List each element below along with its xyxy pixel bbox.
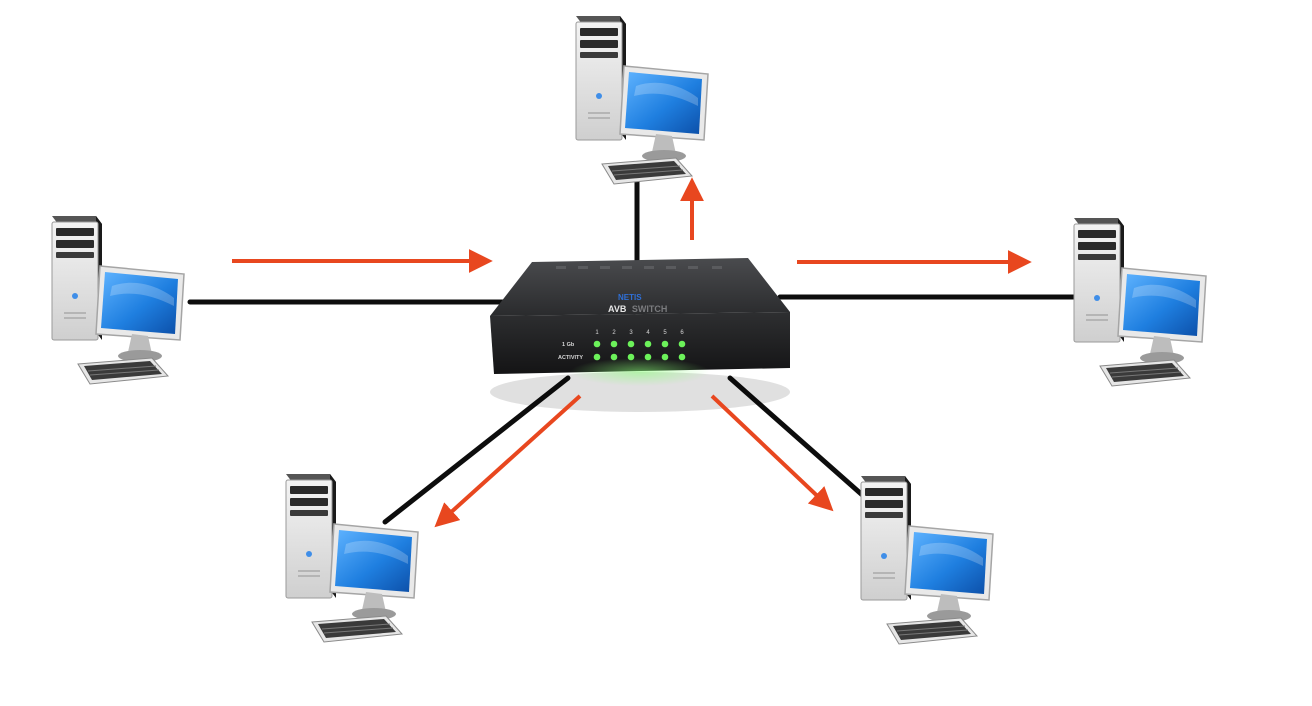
status-leds <box>570 340 710 386</box>
arrow-switch-to-bottom-left <box>434 394 582 528</box>
port-numbers: 1 2 3 4 5 6 <box>595 330 684 336</box>
desktop-computer-icon <box>575 15 709 185</box>
desktop-computer-icon <box>1073 217 1207 387</box>
cables <box>187 169 1085 525</box>
cable-bottom-right <box>727 375 871 503</box>
desktop-computer-icon <box>51 215 185 385</box>
computer-bottom-right <box>860 475 994 645</box>
switch-label-speed: 1 Gb <box>562 342 575 348</box>
computer-bottom-left <box>285 473 419 643</box>
switch-model: AVB SWITCH <box>608 304 667 314</box>
switch-brand: NETIS <box>618 293 642 302</box>
port-number: 5 <box>663 330 667 336</box>
port-number: 4 <box>646 330 650 336</box>
switch-label-activity: ACTIVITY <box>558 355 583 361</box>
port-number: 6 <box>680 330 684 336</box>
port-number: 2 <box>612 330 616 336</box>
desktop-computer-icon <box>285 473 419 643</box>
desktop-computer-icon <box>860 475 994 645</box>
network-switch-icon: NETIS AVB SWITCH 1 Gb ACTIVITY 1 2 3 4 5… <box>490 258 790 412</box>
arrow-switch-to-bottom-right <box>710 394 834 512</box>
computer-left <box>51 215 185 385</box>
computer-right <box>1073 217 1207 387</box>
port-number: 3 <box>629 330 633 336</box>
cable-bottom-left <box>382 375 571 525</box>
computer-top <box>575 15 709 185</box>
data-flow-arrows <box>232 177 1032 528</box>
port-number: 1 <box>595 330 599 336</box>
